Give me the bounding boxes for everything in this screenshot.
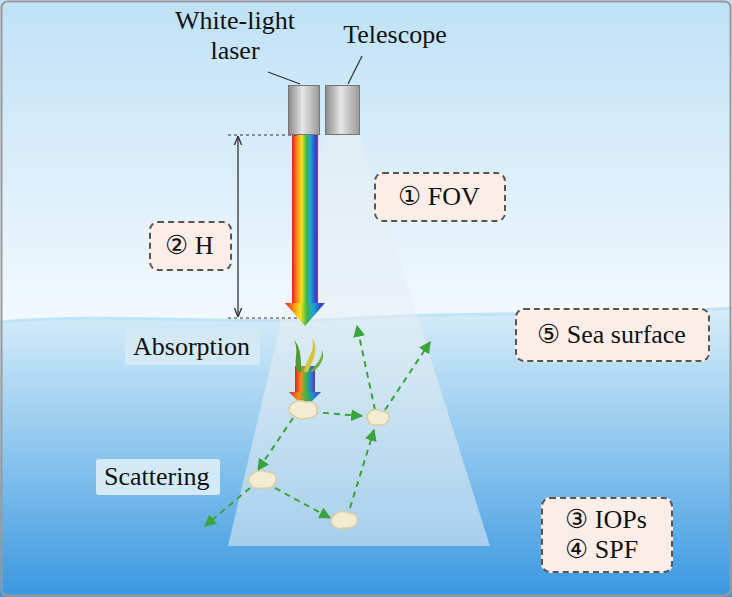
- particles: [331, 512, 357, 529]
- scattering-paths: [385, 342, 430, 410]
- parameter-text: ④ SPF: [565, 535, 649, 565]
- process-text: Absorption: [133, 332, 252, 362]
- parameter-text: ② H: [165, 231, 216, 261]
- laser-beam: [285, 303, 325, 326]
- parameter-box: ⑤ Sea surface: [515, 308, 710, 362]
- seaweed-icon: [294, 338, 323, 372]
- parameter-box: ① FOV: [374, 172, 506, 222]
- device-label: Telescope: [340, 20, 450, 50]
- device-label-text: Telescope: [340, 20, 450, 50]
- laser-beam: [285, 135, 325, 408]
- height-dimension: [228, 318, 300, 319]
- device-label: White-light laser: [171, 6, 299, 66]
- particles: [367, 410, 389, 426]
- scattering-paths: [275, 488, 330, 518]
- height-dimension: [237, 137, 238, 316]
- particles: [249, 471, 277, 489]
- seaweed-icon: [294, 340, 302, 372]
- scattering-paths: [350, 430, 374, 508]
- laser-device: White-light laser: [288, 85, 320, 135]
- height-dimension: [228, 135, 300, 318]
- leader-lines: [268, 56, 362, 84]
- scattering-paths: [312, 412, 362, 416]
- process-label: Absorption: [125, 329, 260, 365]
- scattering-paths: [258, 418, 293, 470]
- device-label-text: White-light laser: [171, 6, 299, 66]
- seaweed-icon: [304, 338, 315, 372]
- seaweed-icon: [310, 350, 323, 372]
- telescope-fov-cone: [228, 135, 490, 546]
- parameter-box: ② H: [149, 221, 232, 271]
- parameter-text: ③ IOPs: [565, 505, 649, 535]
- process-label: Scattering: [96, 459, 220, 495]
- particles: [289, 401, 317, 419]
- parameter-text: ① FOV: [398, 182, 482, 212]
- leader-lines: [268, 72, 300, 84]
- scattering-paths: [357, 326, 375, 410]
- process-text: Scattering: [104, 462, 212, 492]
- parameter-box: ③ IOPs④ SPF: [541, 497, 673, 573]
- parameter-text: ⑤ Sea surface: [537, 320, 688, 350]
- particles: [249, 401, 390, 529]
- leader-lines: [348, 56, 362, 84]
- telescope-device: Telescope: [325, 85, 360, 135]
- laser-beam: [292, 135, 318, 303]
- telescope-fov-cone: [228, 135, 490, 546]
